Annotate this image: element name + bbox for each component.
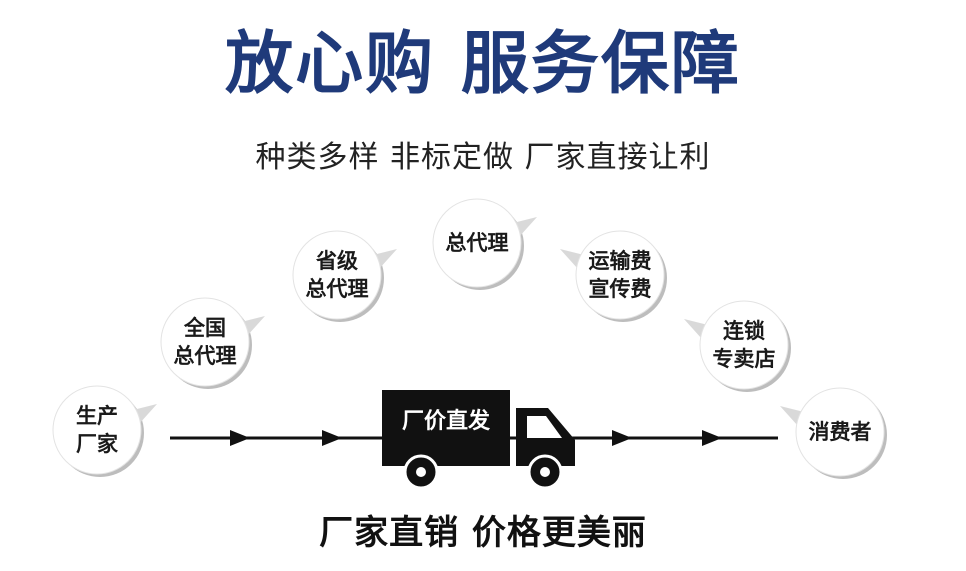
node-label: 专卖店	[713, 347, 776, 371]
node-consumer: 消费者	[780, 387, 887, 479]
arrow-head-1	[230, 430, 250, 446]
footer-slogan: 厂家直销 价格更美丽	[319, 513, 647, 553]
arrow-head-2	[322, 430, 342, 446]
node-label: 厂家	[76, 432, 119, 456]
node-label: 总代理	[306, 277, 369, 301]
node-label: 连锁	[723, 319, 765, 343]
page-subtitle: 种类多样 非标定做 厂家直接让利	[255, 140, 711, 175]
arrow-head-3	[612, 430, 632, 446]
node-label: 生产	[76, 404, 118, 428]
node-label: 省级	[315, 249, 358, 273]
node-label: 总代理	[174, 344, 237, 368]
truck-label: 厂价直发	[402, 408, 491, 434]
node-label: 总代理	[446, 231, 509, 255]
truck-icon: 厂价直发	[382, 390, 575, 490]
node-label: 宣传费	[589, 277, 652, 301]
arrow-head-4	[702, 430, 722, 446]
node-general-agent: 总代理	[432, 198, 537, 290]
node-label: 消费者	[809, 420, 872, 444]
node-label: 全国	[183, 316, 226, 340]
node-label: 运输费	[589, 249, 652, 273]
page-title: 放心购 服务保障	[225, 25, 741, 104]
